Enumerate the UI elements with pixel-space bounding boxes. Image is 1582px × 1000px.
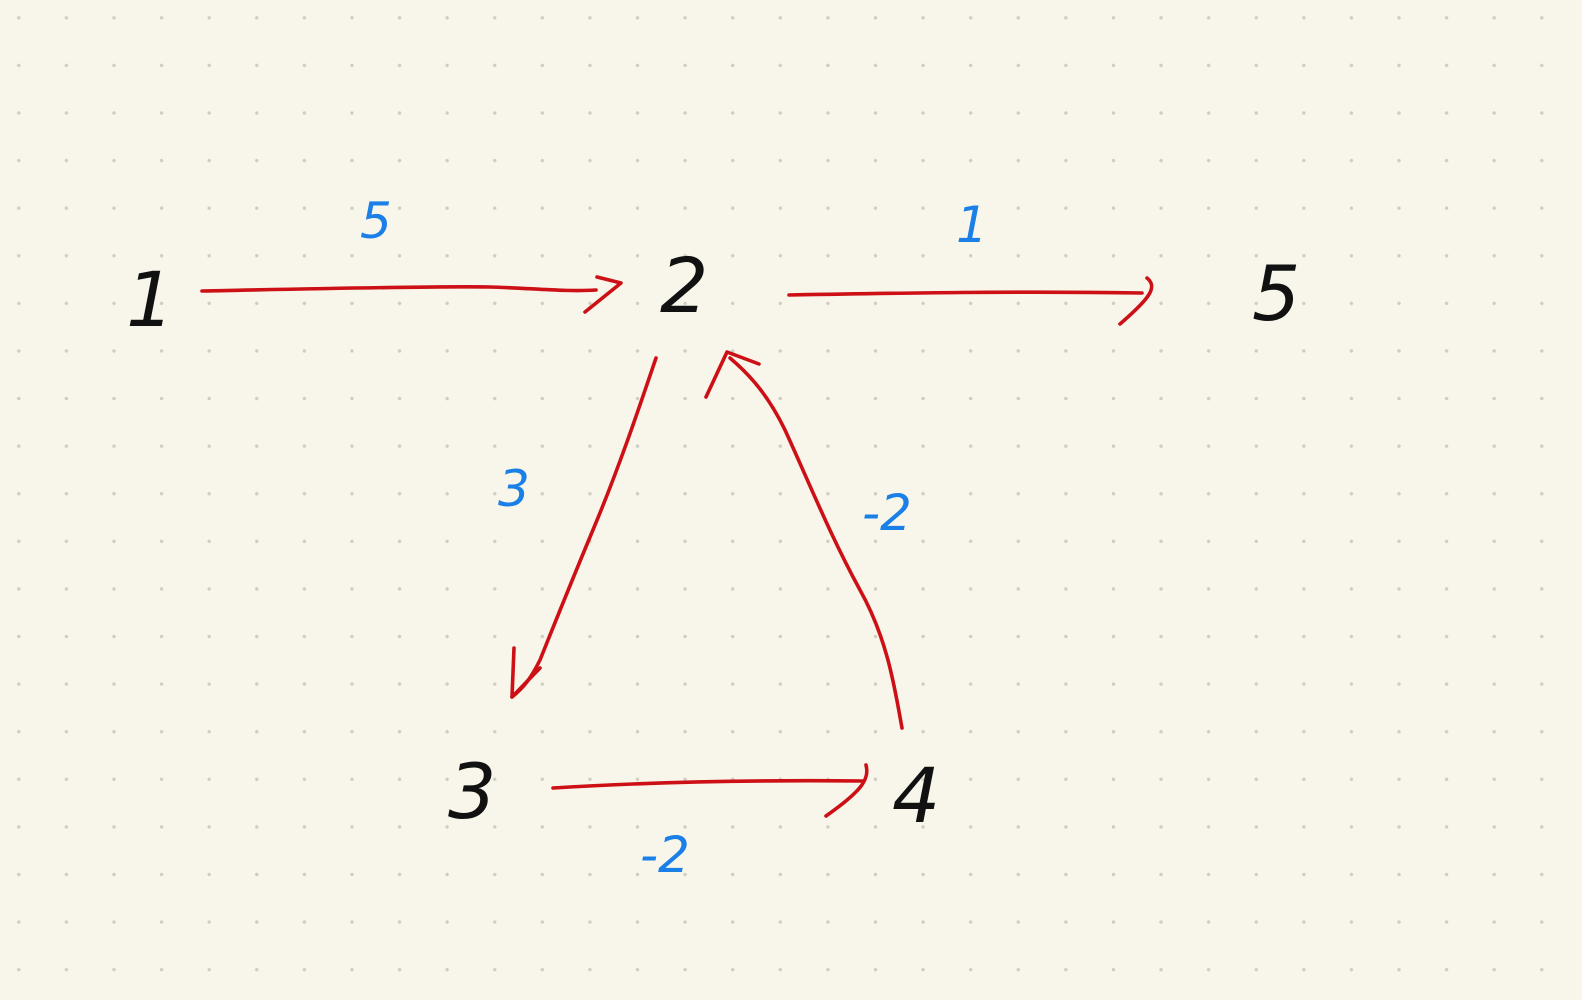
edge-3-to-4 [551,763,869,818]
edge-3-to-4-weight: -2 [640,826,690,884]
edge-2-to-3-weight: 3 [498,460,530,518]
edge-1-to-2-line [200,285,598,293]
node-2-label: 2 [660,241,708,330]
edge-2-to-5-weight: 1 [956,196,988,254]
edge-2-to-3-line [510,356,658,699]
node-1-label: 1 [126,255,174,344]
edge-2-to-5-line [787,290,1144,297]
edge-2-to-3-arrowhead [510,646,542,699]
edge-2-to-5-arrowhead [1118,276,1154,326]
edge-1-to-2 [200,275,623,314]
edge-4-to-2-arrowhead [704,350,761,399]
edge-4-to-2-line [728,356,904,730]
edge-3-to-4-arrowhead [824,763,869,818]
node-5-label: 5 [1252,249,1300,338]
edge-2-to-3 [510,356,658,699]
edge-2-to-5 [787,276,1154,326]
edge-1-to-2-arrowhead [583,275,623,314]
edge-4-to-2-weight: -2 [862,484,912,542]
edge-3-to-4-line [551,778,865,790]
node-4-label: 4 [892,751,940,840]
edge-1-to-2-weight: 5 [360,192,392,250]
node-3-label: 3 [448,747,496,836]
edge-4-to-2 [704,350,904,730]
